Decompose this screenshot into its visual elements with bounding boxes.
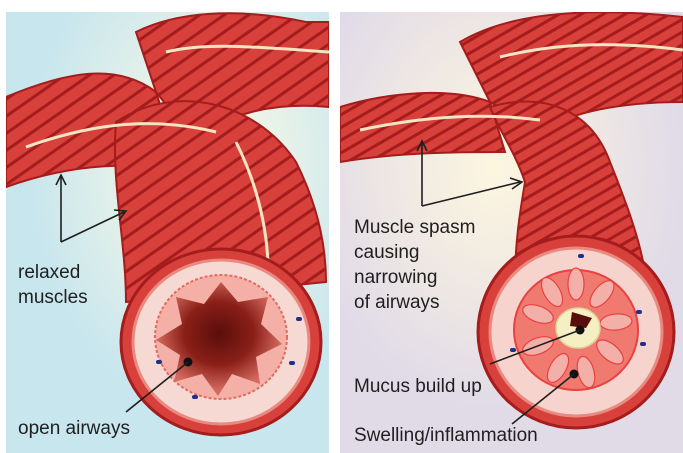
relaxed-muscles-line-1: relaxed [18,260,88,285]
normal-airway-illustration [6,12,329,453]
relaxed-muscles-label: relaxed muscles [18,260,88,310]
cell [510,348,516,352]
cell [156,360,162,364]
muscle-spasm-line-3: narrowing [354,265,475,290]
mucus-build-up-label: Mucus build up [354,374,482,399]
muscle-spasm-line-2: causing [354,240,475,265]
cell [578,254,584,258]
cell [640,342,646,346]
relaxed-muscles-line-2: muscles [18,285,88,310]
open-airways-label: open airways [18,416,130,441]
muscle-spasm-line-4: of airways [354,290,475,315]
swelling-inflammation-label: Swelling/inflammation [354,423,538,448]
cell [296,317,302,321]
asthma-airway-panel: Muscle spasm causing narrowing of airway… [340,12,683,453]
cell [636,310,642,314]
cell [289,361,295,365]
cell [192,395,198,399]
muscle-spasm-line-1: Muscle spasm [354,215,475,240]
muscle-spasm-label: Muscle spasm causing narrowing of airway… [354,215,475,315]
normal-airway-panel: relaxed muscles open airways [6,12,329,453]
